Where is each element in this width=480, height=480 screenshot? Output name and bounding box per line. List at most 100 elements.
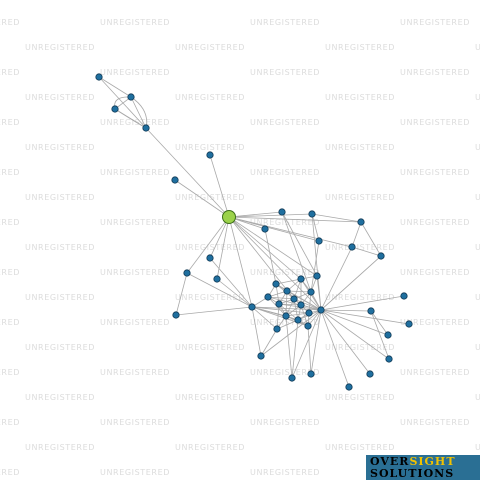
network-node xyxy=(206,151,214,159)
watermark-text: UNREGISTERED xyxy=(325,393,396,402)
network-node xyxy=(183,269,191,277)
watermark-text: UNREGISTERED xyxy=(0,418,21,427)
edge xyxy=(311,213,320,242)
edge xyxy=(228,216,295,300)
edge xyxy=(228,216,353,248)
watermark-text: UNREGISTERED xyxy=(0,268,21,277)
edge xyxy=(98,76,147,129)
edge xyxy=(291,319,299,379)
edge xyxy=(351,246,382,257)
edge xyxy=(320,309,389,336)
edge xyxy=(316,275,322,311)
edge xyxy=(216,278,253,308)
watermark-text: UNREGISTERED xyxy=(0,18,21,27)
edge xyxy=(360,221,382,257)
network-node xyxy=(261,225,269,233)
watermark-text: UNREGISTERED xyxy=(250,468,321,477)
edge xyxy=(251,306,310,314)
watermark-text: UNREGISTERED xyxy=(475,443,480,452)
watermark-text: UNREGISTERED xyxy=(25,343,96,352)
edge xyxy=(228,216,318,277)
edge xyxy=(310,240,320,293)
watermark-text: UNREGISTERED xyxy=(250,218,321,227)
watermark-text: UNREGISTERED xyxy=(250,18,321,27)
watermark-text: UNREGISTERED xyxy=(25,243,96,252)
network-node xyxy=(248,303,256,311)
edge xyxy=(209,216,230,259)
edge xyxy=(320,309,410,325)
logo-word-sight: SIGHT xyxy=(409,455,456,468)
edge xyxy=(370,310,390,360)
watermark-text: UNREGISTERED xyxy=(0,118,21,127)
edge xyxy=(285,290,288,317)
watermark-text: UNREGISTERED xyxy=(400,118,471,127)
watermark-text: UNREGISTERED xyxy=(400,218,471,227)
network-node xyxy=(272,280,280,288)
edge xyxy=(130,96,147,129)
edge xyxy=(286,290,312,293)
network-node xyxy=(313,272,321,280)
watermark-text: UNREGISTERED xyxy=(400,318,471,327)
watermark-text: UNREGISTERED xyxy=(250,68,321,77)
watermark-text: UNREGISTERED xyxy=(25,43,96,52)
watermark-text: UNREGISTERED xyxy=(0,168,21,177)
edge xyxy=(320,309,390,360)
watermark-text: UNREGISTERED xyxy=(175,143,246,152)
watermark-text: UNREGISTERED xyxy=(250,118,321,127)
edge xyxy=(311,213,362,223)
watermark-text: UNREGISTERED xyxy=(475,393,480,402)
edge xyxy=(293,298,322,311)
watermark-text: UNREGISTERED xyxy=(475,243,480,252)
edge xyxy=(186,272,253,308)
watermark-text: UNREGISTERED xyxy=(325,143,396,152)
watermark-text: UNREGISTERED xyxy=(100,68,171,77)
logo-word-solutions: SOLUTIONS xyxy=(370,467,455,480)
watermark-text: UNREGISTERED xyxy=(325,193,396,202)
network-node xyxy=(348,243,356,251)
edge xyxy=(175,306,253,316)
network-node xyxy=(111,105,119,113)
edge xyxy=(209,257,253,308)
watermark-text: UNREGISTERED xyxy=(175,93,246,102)
network-node xyxy=(385,355,393,363)
watermark-text: UNREGISTERED xyxy=(175,443,246,452)
network-node xyxy=(317,306,325,314)
network-node xyxy=(142,124,150,132)
watermark-text: UNREGISTERED xyxy=(325,43,396,52)
edge xyxy=(320,246,353,311)
watermark-text: UNREGISTERED xyxy=(100,318,171,327)
watermark-text: UNREGISTERED xyxy=(175,243,246,252)
watermark-text: UNREGISTERED xyxy=(250,168,321,177)
watermark-text: UNREGISTERED xyxy=(100,18,171,27)
watermark-text: UNREGISTERED xyxy=(175,343,246,352)
watermark-text: UNREGISTERED xyxy=(475,43,480,52)
watermark-text: UNREGISTERED xyxy=(400,268,471,277)
edge xyxy=(320,295,405,311)
edge xyxy=(174,179,230,218)
edge xyxy=(228,213,313,218)
network-node xyxy=(206,254,214,262)
watermark-text: UNREGISTERED xyxy=(475,193,480,202)
edge xyxy=(276,319,299,330)
network-node xyxy=(294,316,302,324)
edge xyxy=(216,216,230,280)
network-node xyxy=(278,208,286,216)
network-node xyxy=(275,300,283,308)
watermark-text: UNREGISTERED xyxy=(250,318,321,327)
edge xyxy=(275,278,302,285)
edge xyxy=(251,306,262,357)
watermark-text: UNREGISTERED xyxy=(400,418,471,427)
edge xyxy=(370,310,389,336)
network-node xyxy=(315,237,323,245)
network-node xyxy=(357,218,365,226)
edge xyxy=(175,272,188,316)
network-node xyxy=(377,252,385,260)
watermark-text: UNREGISTERED xyxy=(25,93,96,102)
watermark-text: UNREGISTERED xyxy=(400,18,471,27)
network-node xyxy=(288,374,296,382)
watermark-text: UNREGISTERED xyxy=(25,143,96,152)
network-node xyxy=(290,295,298,303)
